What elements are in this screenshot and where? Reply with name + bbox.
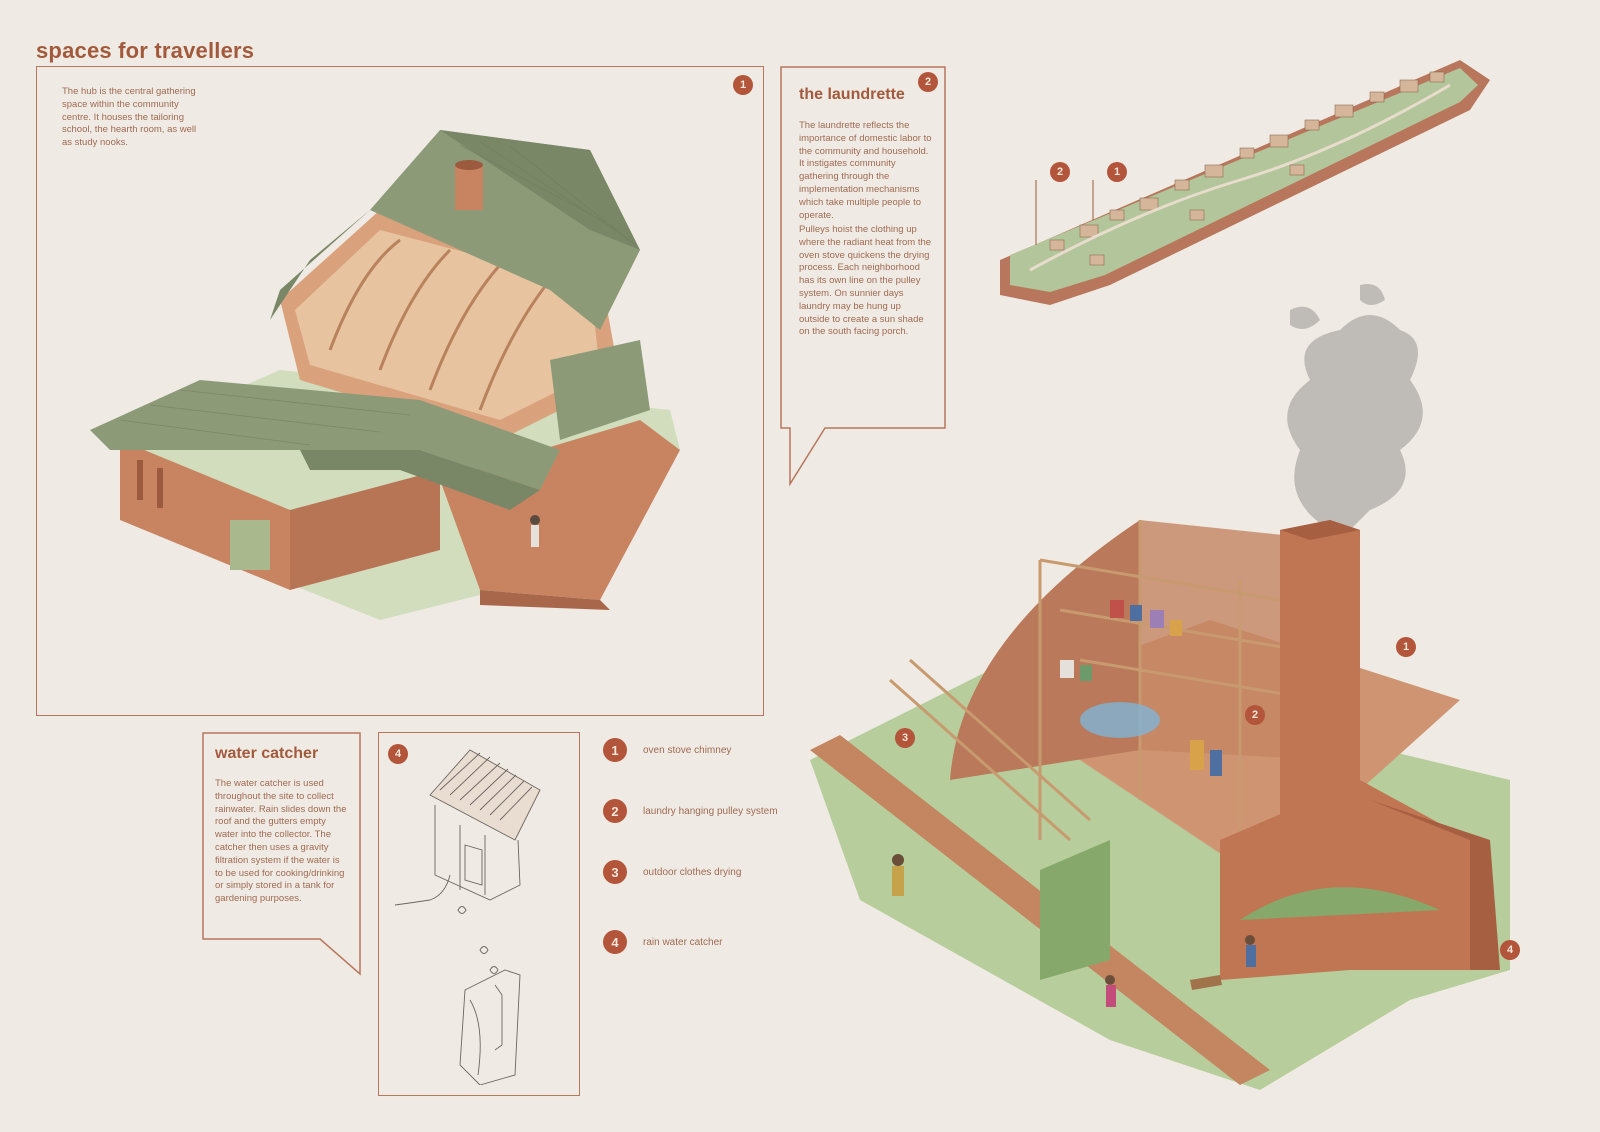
hub-description: The hub is the central gathering space w… bbox=[62, 86, 197, 149]
legend-number-badge: 1 bbox=[603, 738, 627, 762]
hub-building-illustration bbox=[90, 130, 680, 620]
site-plan-illustration bbox=[1000, 60, 1490, 305]
site-marker-1: 1 bbox=[1107, 162, 1127, 182]
water-catcher-detail-frame bbox=[378, 732, 580, 1096]
laundrette-building-illustration bbox=[810, 284, 1510, 1090]
legend-number-badge: 3 bbox=[603, 860, 627, 884]
hub-frame bbox=[36, 66, 764, 716]
legend-number-badge: 4 bbox=[603, 930, 627, 954]
legend-item-outdoor-drying: 3 outdoor clothes drying bbox=[603, 860, 741, 884]
hub-number-badge: 1 bbox=[733, 75, 753, 95]
laundrette-marker-1: 1 bbox=[1396, 637, 1416, 657]
laundrette-marker-4: 4 bbox=[1500, 940, 1520, 960]
water-catcher-callout-frame bbox=[202, 732, 361, 976]
laundrette-paragraph-1: The laundrette reflects the importance o… bbox=[799, 120, 932, 221]
detail-number-badge: 4 bbox=[388, 744, 408, 764]
legend-label: oven stove chimney bbox=[643, 744, 732, 756]
legend-label: laundry hanging pulley system bbox=[643, 805, 778, 817]
water-catcher-title: water catcher bbox=[215, 745, 319, 762]
legend-item-pulley: 2 laundry hanging pulley system bbox=[603, 799, 778, 823]
laundrette-callout-frame bbox=[780, 66, 946, 487]
laundrette-title: the laundrette bbox=[799, 86, 905, 103]
legend-item-chimney: 1 oven stove chimney bbox=[603, 738, 731, 762]
legend-label: outdoor clothes drying bbox=[643, 866, 742, 878]
legend-label: rain water catcher bbox=[643, 936, 723, 948]
water-catcher-line-drawing bbox=[394, 749, 541, 1085]
water-catcher-description: The water catcher is used throughout the… bbox=[215, 778, 347, 905]
laundrette-paragraph-2: Pulleys hoist the clothing up where the … bbox=[799, 224, 932, 338]
laundrette-marker-2: 2 bbox=[1245, 705, 1265, 725]
page-title: spaces for travellers bbox=[36, 38, 255, 63]
legend-number-badge: 2 bbox=[603, 799, 627, 823]
site-marker-2: 2 bbox=[1050, 162, 1070, 182]
laundrette-number-badge: 2 bbox=[918, 72, 938, 92]
legend-item-rain-catcher: 4 rain water catcher bbox=[603, 930, 722, 954]
laundrette-marker-3: 3 bbox=[895, 728, 915, 748]
